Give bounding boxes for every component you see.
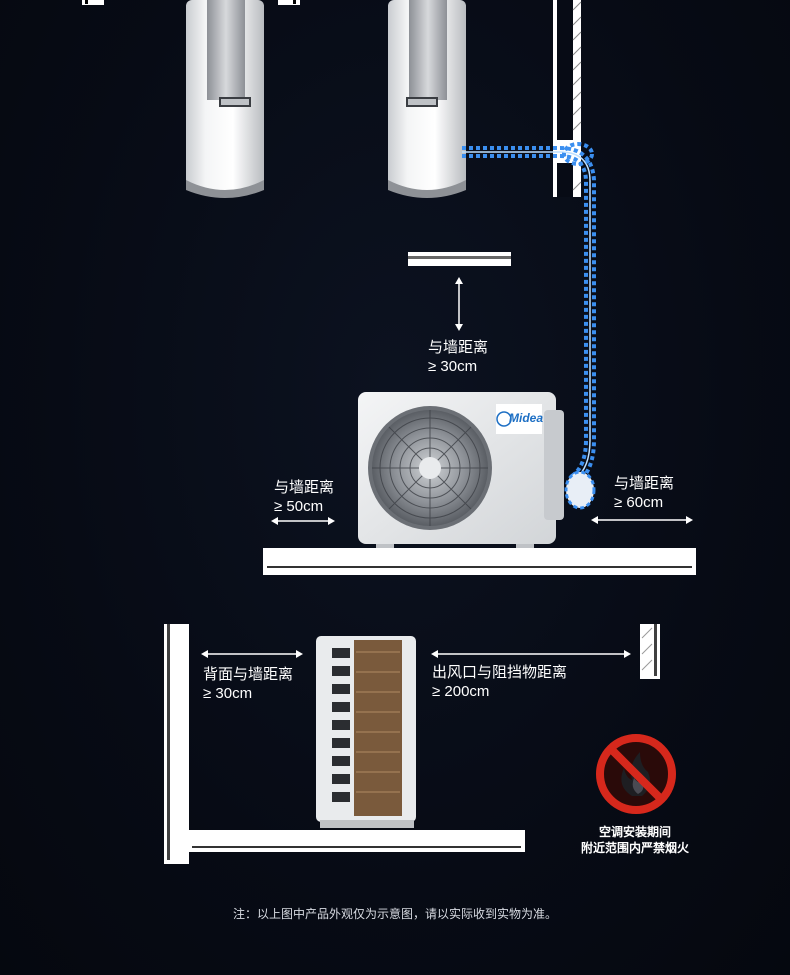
top-clearance-value: ≥ 30cm [428,358,478,375]
top-clearance-title: 与墙距离 [428,339,489,356]
right-clearance-label: 与墙距离 ≥ 60cm [614,474,674,512]
outdoor-unit-front [358,392,564,552]
brand-logo: Midea [509,411,544,425]
no-fire-warning: 空调安装期间 附近范围内严禁烟火 [560,824,710,856]
top-clearance-label: 与墙距离 ≥ 30cm [428,338,488,376]
right-clearance-value: ≥ 60cm [614,494,664,511]
back-clearance-value: ≥ 30cm [203,685,253,702]
left-clearance-title: 与墙距离 [274,479,335,496]
outlet-clearance-arrow [431,650,631,658]
no-fire-icon [596,734,676,814]
outlet-clearance-title: 出风口与阻挡物距离 [432,664,568,681]
ground-slab-upper [263,548,696,575]
outlet-clearance-label: 出风口与阻挡物距离 ≥ 200cm [432,663,567,701]
back-clearance-title: 背面与墙距离 [203,666,294,683]
building-wall [553,0,582,197]
obstacle-wall [640,624,660,679]
wall-stub-left [82,0,104,5]
indoor-unit-left [186,0,264,198]
right-clearance-arrow [591,516,693,524]
outdoor-unit-side [316,636,416,828]
warning-line1: 空调安装期间 [598,825,671,839]
back-clearance-arrow [201,650,303,658]
top-clearance-arrow [455,277,463,331]
ground-slab-lower [188,830,525,852]
back-wall [164,624,189,864]
indoor-unit-right [388,0,466,198]
right-clearance-title: 与墙距离 [614,475,675,492]
left-clearance-label: 与墙距离 ≥ 50cm [274,478,334,516]
disclaimer-note: 注：以上图中产品外观仅为示意图，请以实际收到实物为准。 [232,907,557,921]
warning-line2: 附近范围内严禁烟火 [580,841,689,855]
wall-stub-right [278,0,300,5]
outlet-clearance-value: ≥ 200cm [432,683,490,700]
left-clearance-arrow [271,517,335,525]
top-wall-bar [408,252,511,266]
refrigerant-pipe [462,142,596,510]
left-clearance-value: ≥ 50cm [274,498,324,515]
back-clearance-label: 背面与墙距离 ≥ 30cm [203,665,293,703]
